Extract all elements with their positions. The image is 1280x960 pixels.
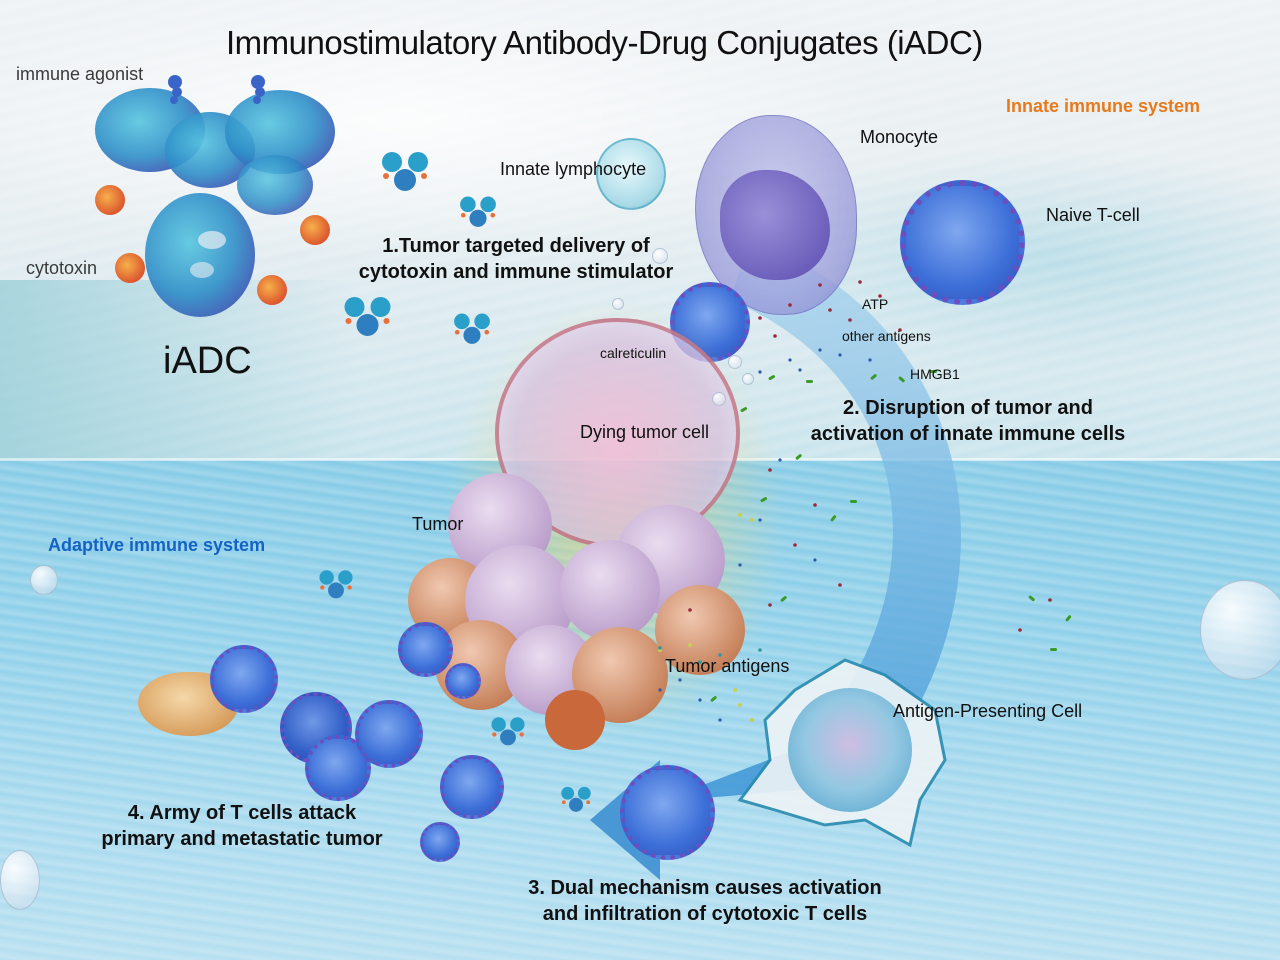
label-dying-tumor-cell: Dying tumor cell bbox=[580, 422, 710, 442]
small-antibody-icon bbox=[344, 297, 391, 336]
innate-lymphocyte-cell-icon bbox=[596, 138, 666, 210]
vesicle-icon bbox=[612, 298, 624, 310]
diagram-title: Immunostimulatory Antibody-Drug Conjugat… bbox=[226, 24, 983, 61]
step-1-text: 1.Tumor targeted delivery of cytotoxin a… bbox=[316, 233, 716, 285]
t-cell-icon bbox=[445, 663, 481, 699]
label-calreticulin: calreticulin bbox=[600, 345, 667, 361]
label-tumor: Tumor bbox=[412, 514, 464, 534]
naive-t-cell-icon bbox=[900, 180, 1025, 305]
step-1-line-1: 1.Tumor targeted delivery of bbox=[382, 235, 650, 257]
t-cell-icon bbox=[210, 645, 278, 713]
monocyte-nucleus-icon bbox=[720, 170, 830, 280]
vesicle-icon bbox=[728, 355, 742, 369]
step-2-line-2: activation of innate immune cells bbox=[810, 423, 1126, 445]
t-cell-icon bbox=[355, 700, 423, 768]
step-3-line-1: 3. Dual mechanism causes activation bbox=[528, 877, 882, 899]
region-label-adaptive: Adaptive immune system bbox=[48, 535, 266, 555]
label-immune-agonist: immune agonist bbox=[16, 64, 144, 84]
step-4-line-2: primary and metastatic tumor bbox=[101, 828, 383, 850]
vesicle-icon bbox=[712, 392, 726, 406]
step-3-text: 3. Dual mechanism causes activation and … bbox=[470, 875, 940, 927]
step-1-line-2: cytotoxin and immune stimulator bbox=[358, 261, 674, 283]
iadc-antibody-icon bbox=[95, 75, 335, 317]
label-tumor-antigens: Tumor antigens bbox=[665, 656, 790, 676]
region-label-innate: Innate immune system bbox=[1006, 96, 1201, 116]
label-other-antigens: other antigens bbox=[842, 328, 931, 344]
small-antibody-icon bbox=[460, 196, 496, 227]
small-antibody-icon bbox=[319, 570, 353, 599]
vesicle-icon bbox=[30, 565, 58, 595]
tumor-cluster-icon bbox=[408, 473, 745, 750]
step-2-text: 2. Disruption of tumor and activation of… bbox=[748, 395, 1188, 447]
t-cell-icon bbox=[398, 622, 453, 677]
small-antibody-icon bbox=[382, 152, 428, 191]
vesicle-icon bbox=[742, 373, 754, 385]
label-naive-t-cell: Naive T-cell bbox=[1046, 205, 1140, 225]
vesicle-icon bbox=[652, 248, 668, 264]
step-3-line-2: and infiltration of cytotoxic T cells bbox=[542, 903, 868, 925]
label-hmgb1: HMGB1 bbox=[910, 366, 960, 382]
t-cell-icon bbox=[440, 755, 504, 819]
antigen-presenting-cell-icon bbox=[737, 658, 947, 848]
label-antigen-presenting-cell: Antigen-Presenting Cell bbox=[893, 701, 1083, 721]
small-antibody-icon bbox=[454, 313, 490, 344]
label-iadc: iADC bbox=[163, 340, 252, 382]
label-cytotoxin: cytotoxin bbox=[26, 258, 98, 278]
vesicle-icon bbox=[1200, 580, 1280, 680]
label-atp: ATP bbox=[862, 296, 889, 312]
vesicle-icon bbox=[0, 850, 40, 910]
small-antibody-icon bbox=[561, 786, 591, 812]
label-innate-lymphocyte: Innate lymphocyte bbox=[500, 159, 647, 179]
step-2-line-1: 2. Disruption of tumor and bbox=[843, 397, 1093, 419]
label-monocyte: Monocyte bbox=[860, 127, 939, 147]
t-cell-icon bbox=[420, 822, 460, 862]
t-cell-icon bbox=[620, 765, 715, 860]
step-4-line-1: 4. Army of T cells attack bbox=[127, 802, 357, 824]
step-4-text: 4. Army of T cells attack primary and me… bbox=[62, 800, 422, 852]
